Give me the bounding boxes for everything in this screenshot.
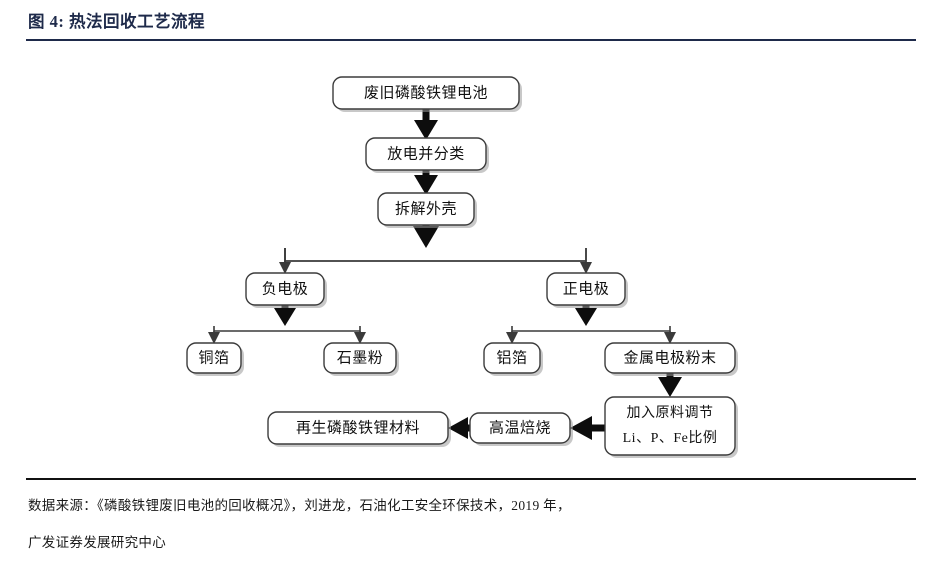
node-label-line1: 加入原料调节 — [627, 405, 714, 421]
connector-layer — [208, 109, 682, 440]
edge-dismantle-to-split — [413, 225, 439, 248]
node-layer: 废旧磷酸铁锂电池 放电并分类 拆解外壳 负电极 正电极 — [186, 76, 738, 458]
node-discharge-and-sort[interactable]: 放电并分类 — [365, 137, 489, 173]
node-label: 再生磷酸铁锂材料 — [296, 419, 420, 436]
edge-split-anode-cathode — [279, 248, 592, 274]
node-label: 正电极 — [563, 280, 610, 297]
source-note-line-1: 数据来源：《磷酸铁锂废旧电池的回收概况》，刘进龙，石油化工安全环保技术，2019… — [28, 498, 571, 513]
node-copper-foil[interactable]: 铜箔 — [186, 342, 244, 376]
node-metal-electrode-powder[interactable]: 金属电极粉末 — [604, 342, 738, 376]
page-title: 图 4: 热法回收工艺流程 — [28, 12, 205, 31]
node-cathode[interactable]: 正电极 — [546, 272, 628, 308]
node-regenerated-lfp-material[interactable]: 再生磷酸铁锂材料 — [267, 411, 451, 447]
node-adjust-raw-material-ratio[interactable]: 加入原料调节 Li、P、Fe比例 — [604, 396, 738, 458]
node-label: 拆解外壳 — [395, 200, 457, 217]
node-label: 石墨粉 — [337, 349, 384, 366]
node-high-temperature-roasting[interactable]: 高温焙烧 — [469, 412, 573, 446]
edge-battery-to-discharge — [414, 109, 438, 140]
node-label-line2: Li、P、Fe比例 — [623, 430, 718, 446]
node-anode[interactable]: 负电极 — [245, 272, 327, 308]
edge-cathode-to-split — [575, 305, 597, 326]
node-label: 高温焙烧 — [489, 419, 551, 436]
node-label: 铜箔 — [198, 349, 229, 366]
node-waste-lfp-battery[interactable]: 废旧磷酸铁锂电池 — [332, 76, 522, 112]
flowchart-area: 废旧磷酸铁锂电池 放电并分类 拆解外壳 负电极 正电极 — [0, 48, 942, 473]
node-aluminum-foil[interactable]: 铝箔 — [483, 342, 543, 376]
node-dismantle-shell[interactable]: 拆解外壳 — [377, 192, 477, 228]
node-label: 铝箔 — [496, 349, 527, 366]
edge-split-foil-powder — [506, 326, 676, 344]
source-divider — [26, 478, 916, 480]
edge-anode-to-split — [274, 305, 296, 326]
node-label: 放电并分类 — [387, 145, 465, 162]
edge-split-copper-graphite — [208, 326, 366, 344]
node-label: 废旧磷酸铁锂电池 — [364, 84, 488, 101]
title-divider — [26, 39, 916, 41]
edge-discharge-to-dismantle — [414, 170, 438, 195]
edge-roast-to-product — [448, 417, 470, 439]
flowchart-svg: 废旧磷酸铁锂电池 放电并分类 拆解外壳 负电极 正电极 — [186, 76, 738, 458]
edge-adjust-to-roast — [570, 416, 605, 440]
node-label: 金属电极粉末 — [623, 349, 716, 366]
source-note-line-2: 广发证券发展研究中心 — [28, 535, 166, 550]
node-graphite-powder[interactable]: 石墨粉 — [323, 342, 399, 376]
node-label: 负电极 — [262, 280, 309, 297]
edge-powder-to-adjust — [658, 373, 682, 397]
